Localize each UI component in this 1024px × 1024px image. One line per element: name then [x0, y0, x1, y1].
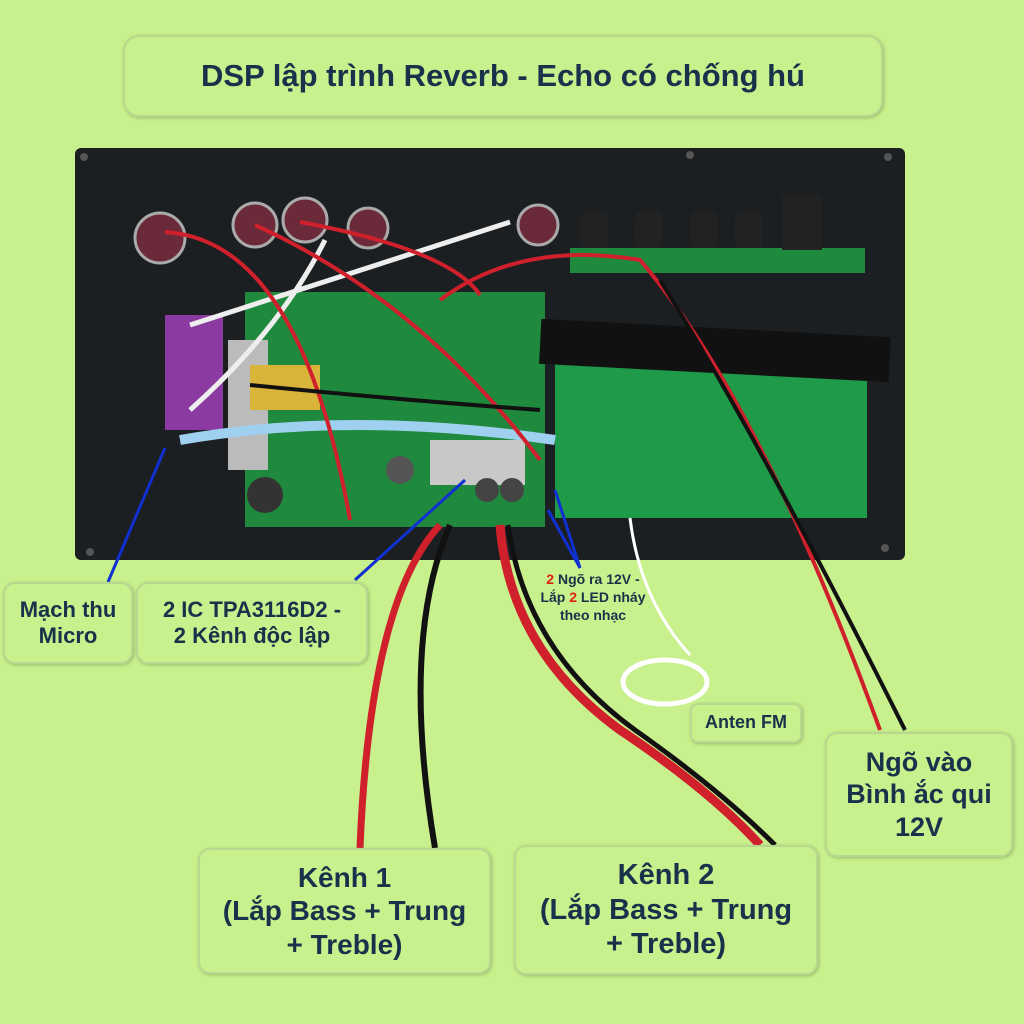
- label-line: Anten FM: [705, 712, 787, 733]
- label-channel-1: Kênh 1 (Lắp Bass + Trung + Treble): [198, 848, 491, 974]
- label-led-outputs: 2 Ngõ ra 12V - Lắp 2 LED nháy theo nhạc: [518, 570, 668, 625]
- label-line: Kênh 1: [297, 861, 392, 893]
- led-count: 2: [569, 589, 578, 606]
- title-text: DSP lập trình Reverb - Echo có chống hú: [200, 58, 805, 94]
- label-ic: 2 IC TPA3116D2 - 2 Kênh độc lập: [136, 582, 368, 664]
- label-line: 2 Kênh độc lập: [173, 623, 331, 648]
- label-antenna: Anten FM: [690, 703, 802, 743]
- label-line: Micro: [38, 623, 98, 648]
- title-banner: DSP lập trình Reverb - Echo có chống hú: [123, 35, 883, 117]
- label-line: + Treble): [286, 928, 403, 960]
- label-line: (Lắp Bass + Trung: [539, 893, 793, 926]
- label-line: Mạch thu: [19, 596, 117, 622]
- label-line: Kênh 2: [617, 858, 715, 891]
- label-line: Ngõ ra 12V -: [554, 571, 640, 587]
- label-micro: Mạch thu Micro: [3, 582, 133, 664]
- label-line: 2 IC TPA3116D2 -: [162, 596, 342, 622]
- label-line: (Lắp Bass + Trung: [222, 895, 467, 927]
- label-line: Ngõ vào: [865, 746, 973, 777]
- label-line: 12V: [894, 811, 944, 842]
- mic-pcb: [165, 315, 223, 430]
- label-line: Lắp: [540, 589, 570, 606]
- label-channel-2: Kênh 2 (Lắp Bass + Trung + Treble): [514, 845, 818, 975]
- heatsink: [430, 440, 525, 485]
- button-pcb: [570, 248, 865, 273]
- label-line: theo nhạc: [559, 607, 627, 624]
- label-battery-input: Ngõ vào Bình ắc qui 12V: [825, 732, 1013, 857]
- fm-antenna-coil: [620, 657, 710, 707]
- label-line: Bình ắc qui: [846, 779, 992, 810]
- led-count: 2: [546, 571, 555, 587]
- label-line: + Treble): [605, 928, 727, 961]
- label-line: LED nháy: [577, 589, 646, 606]
